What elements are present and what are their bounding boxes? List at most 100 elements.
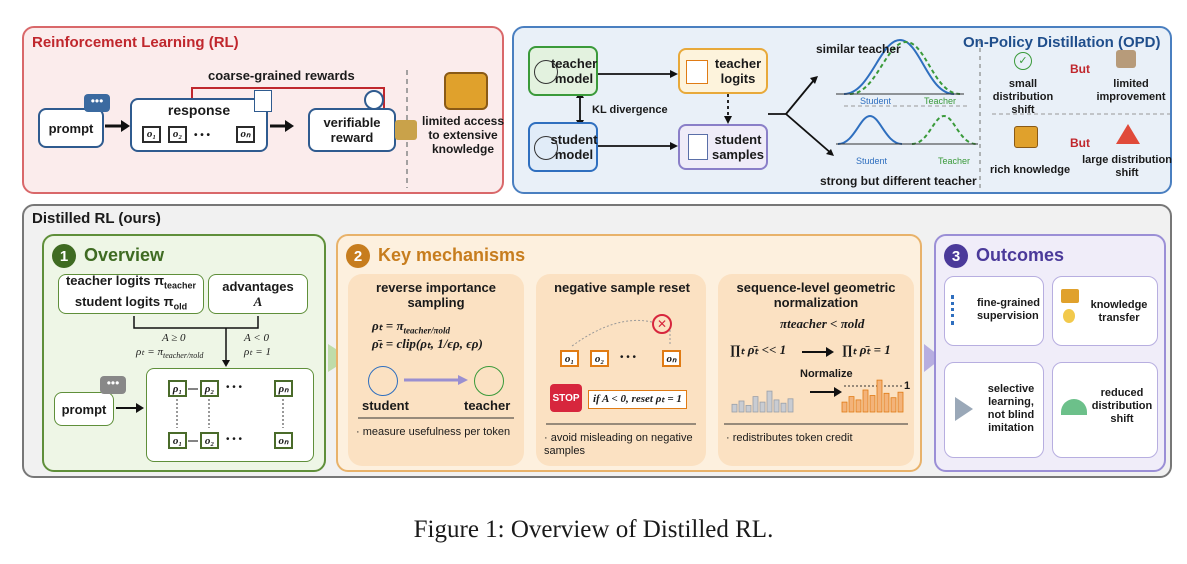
document-icon	[254, 90, 272, 112]
legend-teacher-1: Teacher	[924, 96, 957, 106]
rl-prompt-label: prompt	[48, 120, 94, 136]
figure-caption: Figure 1: Overview of Distilled RL.	[413, 516, 774, 543]
outcome-3-label: selective learning, not blind imitation	[987, 383, 1035, 434]
bar-after-9	[897, 391, 904, 413]
large-shift-label: large distribution shift	[1082, 154, 1172, 179]
student-net-icon	[368, 366, 398, 396]
bar-before-5	[759, 401, 766, 413]
overview-arrows	[116, 316, 259, 413]
verifiable-reward-label: verifiable reward	[323, 115, 381, 145]
teacher-logits-text: teacher logits π	[65, 273, 165, 289]
old-sub: old	[173, 301, 188, 312]
outcome-1-card: fine-grained supervision	[944, 276, 1044, 346]
m1-eq1-a: ρₜ = π	[372, 318, 404, 333]
m1-arrow	[358, 375, 514, 419]
bar-after-7	[883, 392, 890, 413]
m3-one: 1	[904, 380, 911, 392]
teacher-sub: teacher	[164, 281, 197, 291]
cond-pos-rho-a: ρₜ = π	[136, 346, 163, 358]
bar-before-6	[766, 390, 773, 413]
outcome-3-card: selective learning, not blind imitation	[944, 362, 1044, 458]
checklist-icon	[951, 295, 976, 325]
limited-improvement-label: limited improvement	[1096, 78, 1166, 103]
overview-title: Overview	[84, 245, 165, 265]
rho-token-1: ρ₁	[168, 380, 187, 397]
advantages-symbol: A	[253, 294, 263, 309]
legend-student-1: Student	[860, 96, 892, 106]
outcomes-panel: 3 Outcomes fine-grained supervision know…	[934, 234, 1166, 472]
bar-after-4	[862, 389, 869, 413]
advantages-label: advantages	[222, 279, 294, 294]
m2-title: negative sample reset	[554, 280, 690, 295]
bar-before-1	[731, 403, 738, 413]
lightbulb-icon	[1063, 309, 1075, 323]
m1-student: student	[362, 398, 409, 413]
cancel-icon: ✕	[652, 314, 672, 334]
check-icon: ✓	[1014, 52, 1032, 70]
grid-dashed-arrows	[176, 388, 284, 442]
o-dots: • • •	[226, 434, 243, 445]
student-samples-label: student samples	[711, 132, 765, 162]
m1-teacher: teacher	[464, 398, 511, 413]
m1-eq1: ρₜ = πteacher/πold	[372, 318, 450, 336]
rho-token-2: ρ₂	[200, 380, 219, 397]
mechanisms-num: 2	[346, 244, 370, 268]
m2-note: · avoid misleading on negative samples	[544, 432, 693, 457]
distribution-icon	[1061, 399, 1087, 415]
m3-title: sequence-level geometric normalization	[736, 280, 896, 310]
rl-panel: Reinforcement Learning (RL) coarse-grain…	[22, 26, 504, 194]
m2-dots: • • •	[620, 352, 637, 363]
rl-title: Reinforcement Learning (RL)	[32, 34, 239, 51]
knowledge-chest-icon	[1061, 289, 1079, 303]
teacher-model-label: teacher model	[550, 56, 598, 86]
teacher-logits-label: teacher logits	[714, 56, 762, 86]
warning-icon	[1116, 124, 1140, 144]
rl-prompt-box: prompt	[38, 108, 104, 148]
legend-teacher-2: Teacher	[938, 156, 971, 166]
rl-response-box: response o₁ o₂ • • • oₙ	[130, 98, 268, 152]
bar-before-8	[780, 402, 787, 413]
empty-chest-icon	[1116, 50, 1136, 68]
mechanisms-title: Key mechanisms	[378, 245, 526, 265]
verifiable-reward-box: verifiable reward	[308, 108, 396, 152]
bar-after-8	[890, 397, 897, 413]
overview-panel: 1 Overview teacher logits πteacher stude…	[42, 234, 326, 472]
student-network-icon	[534, 136, 558, 160]
outcome-1-label: fine-grained supervision	[977, 297, 1040, 322]
teacher-network-icon	[534, 60, 558, 84]
o-token-n: oₙ	[274, 432, 293, 449]
m1-note: · measure usefulness per token	[356, 426, 511, 438]
rho-dots: • • •	[226, 382, 243, 393]
m2-rule: if A < 0, reset ρₜ = 1	[588, 390, 687, 409]
outcomes-title: Outcomes	[976, 245, 1065, 265]
opd-arrows	[576, 38, 1170, 188]
kl-divergence-label: KL divergence	[592, 104, 668, 116]
bar-after-2	[848, 396, 855, 413]
rl-token-2: o₂	[168, 126, 187, 143]
rich-knowledge-label: rich knowledge	[990, 164, 1071, 176]
m3-normalize: Normalize	[800, 368, 853, 380]
bar-chart-icon	[686, 60, 708, 84]
opd-panel: On-Policy Distillation (OPD) teacher mod…	[512, 26, 1172, 194]
outcomes-num: 3	[944, 244, 968, 268]
outcome-2-card: knowledge transfer	[1052, 276, 1158, 346]
m2-token-2: o₂	[590, 350, 609, 367]
cond-pos-rho: ρₜ = πteacher/πold	[136, 346, 203, 362]
mech-3-card: sequence-level geometric normalization π…	[718, 274, 914, 466]
but-label-1: But	[1070, 62, 1090, 76]
stop-sign-icon: STOP	[550, 384, 582, 412]
m1-eq1-b: teacher/πold	[403, 325, 450, 336]
bar-after-3	[855, 399, 862, 413]
bar-before-7	[773, 399, 780, 413]
cond-neg: A < 0	[244, 332, 269, 344]
m3-cond: πteacher < πold	[780, 316, 865, 331]
advantages-box: advantages A	[208, 274, 308, 314]
bar-before-3	[745, 404, 752, 413]
distilled-title: Distilled RL (ours)	[32, 210, 161, 227]
lock-icon	[395, 120, 417, 140]
rl-dots: • • •	[194, 130, 211, 141]
m2-curve	[546, 319, 696, 425]
limited-access-label: limited access to extensive knowledge	[421, 114, 505, 156]
student-logits-text: student logits π	[74, 294, 174, 309]
bar-after-6	[876, 379, 883, 413]
